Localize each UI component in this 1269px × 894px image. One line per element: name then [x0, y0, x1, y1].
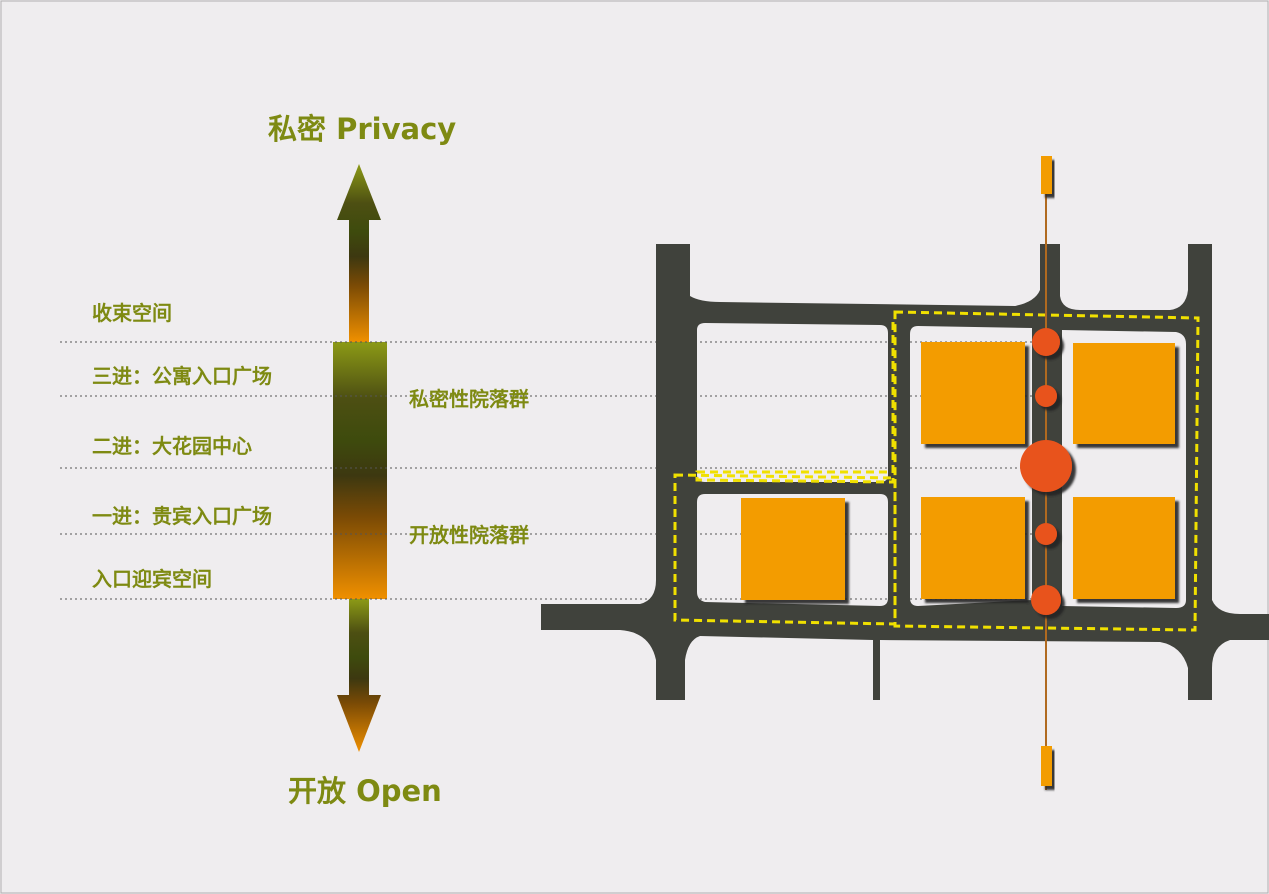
open-label: 开放 Open	[288, 774, 442, 808]
privacy-label: 私密 Privacy	[268, 112, 457, 146]
level-label-central-garden: 二进：大花园中心	[92, 434, 252, 458]
arrow-body	[333, 342, 387, 599]
building-block	[1073, 497, 1175, 599]
level-label-entrance: 入口迎宾空间	[92, 567, 212, 591]
node-entrance	[1031, 585, 1061, 615]
level-guide-lines	[60, 341, 1050, 600]
arrow-lower-head	[337, 599, 381, 752]
open-group-label: 开放性院落群	[409, 523, 529, 547]
inner-link-boundary	[695, 322, 895, 484]
node-closing	[1032, 328, 1060, 356]
building-block	[921, 342, 1025, 444]
arrow-upper-head	[337, 164, 381, 342]
building-block	[921, 497, 1025, 599]
level-label-closing: 收束空间	[92, 301, 172, 325]
open-courtyard-boundary	[673, 473, 897, 626]
site-plan	[541, 156, 1269, 790]
courtyard-boundaries	[673, 310, 1200, 632]
private-group-label: 私密性院落群	[409, 387, 529, 411]
node-first-entry	[1035, 523, 1057, 545]
level-label-first-entry: 一进：贵宾入口广场	[92, 504, 272, 528]
node-central-garden	[1020, 440, 1072, 492]
building-block	[741, 498, 845, 600]
axis-marker-bottom	[1041, 746, 1052, 786]
level-label-third-entry: 三进：公寓入口广场	[92, 364, 272, 388]
axis-marker-top	[1041, 156, 1052, 194]
road-network	[541, 244, 1269, 700]
buildings	[741, 342, 1175, 600]
building-block	[1073, 343, 1175, 444]
sequence-nodes	[1020, 328, 1072, 615]
privacy-open-arrow	[333, 164, 387, 752]
node-third-entry	[1035, 385, 1057, 407]
